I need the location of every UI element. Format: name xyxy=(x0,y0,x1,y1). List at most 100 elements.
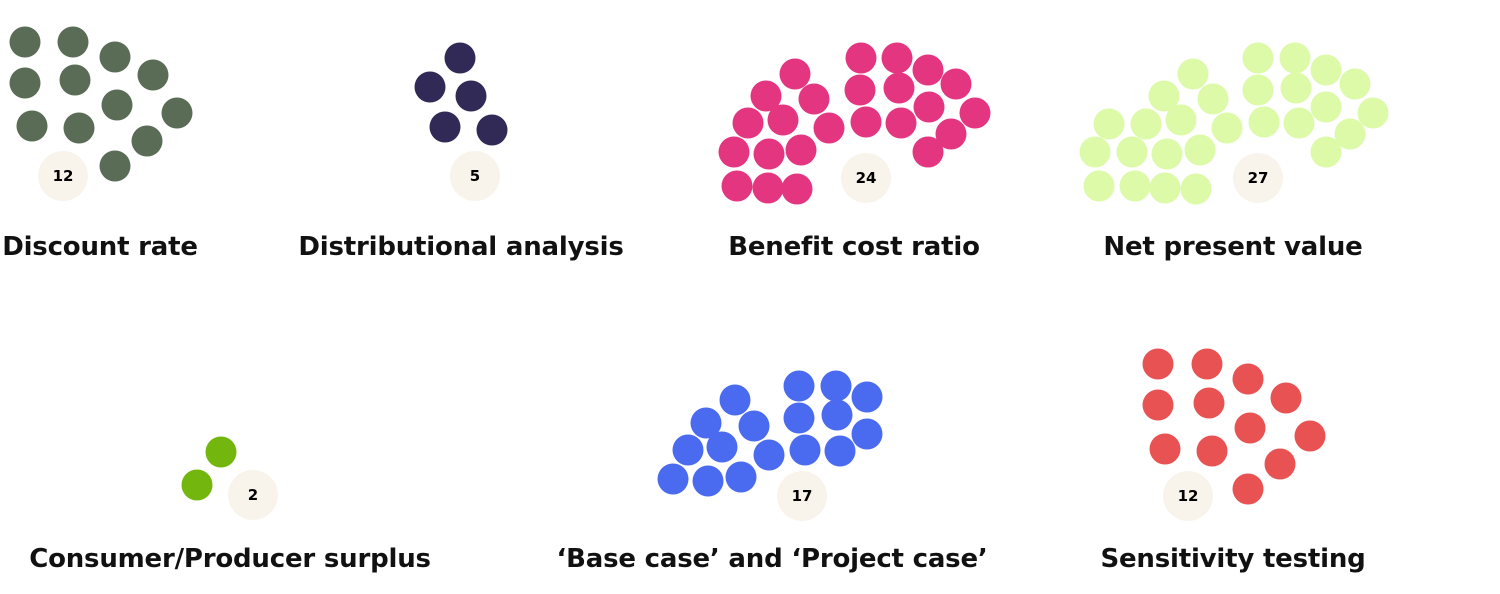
data-dot xyxy=(1270,382,1302,414)
count-badge: 12 xyxy=(1163,471,1213,521)
data-dot xyxy=(798,83,830,115)
data-dot xyxy=(16,110,48,142)
cluster-label: Sensitivity testing xyxy=(1100,544,1366,574)
data-dot xyxy=(1116,136,1148,168)
count-badge: 27 xyxy=(1233,153,1283,203)
data-dot xyxy=(706,431,738,463)
data-dot xyxy=(1149,433,1181,465)
cluster-label: Consumer/Producer surplus xyxy=(29,544,431,574)
data-dot xyxy=(753,439,785,471)
data-dot xyxy=(719,384,751,416)
data-dot xyxy=(1184,134,1216,166)
data-dot xyxy=(738,410,770,442)
data-dot xyxy=(1119,170,1151,202)
data-dot xyxy=(1242,42,1274,74)
data-dot xyxy=(1248,106,1280,138)
data-dot xyxy=(1339,68,1371,100)
data-dot xyxy=(1142,348,1174,380)
data-dot xyxy=(940,68,972,100)
data-dot xyxy=(672,434,704,466)
data-dot xyxy=(1264,448,1296,480)
data-dot xyxy=(131,125,163,157)
data-dot xyxy=(1310,91,1342,123)
count-badge: 12 xyxy=(38,151,88,201)
data-dot xyxy=(753,138,785,170)
data-dot xyxy=(881,42,913,74)
data-dot xyxy=(9,26,41,58)
count-badge: 17 xyxy=(777,471,827,521)
data-dot xyxy=(205,436,237,468)
data-dot xyxy=(137,59,169,91)
cluster-label: Benefit cost ratio xyxy=(728,232,980,262)
data-dot xyxy=(1310,54,1342,86)
data-dot xyxy=(455,80,487,112)
data-dot xyxy=(1093,108,1125,140)
data-dot xyxy=(851,418,883,450)
data-dot xyxy=(1193,387,1225,419)
data-dot xyxy=(1310,136,1342,168)
data-dot xyxy=(721,170,753,202)
count-badge: 5 xyxy=(450,151,500,201)
data-dot xyxy=(959,97,991,129)
data-dot xyxy=(851,381,883,413)
data-dot xyxy=(912,136,944,168)
data-dot xyxy=(1177,58,1209,90)
data-dot xyxy=(57,26,89,58)
data-dot xyxy=(99,150,131,182)
data-dot xyxy=(1165,104,1197,136)
data-dot xyxy=(429,111,461,143)
cluster-label: ‘Base case’ and ‘Project case’ xyxy=(556,544,988,574)
cluster-label: Discount rate xyxy=(2,232,198,262)
data-dot xyxy=(1180,173,1212,205)
count-badge: 2 xyxy=(228,470,278,520)
data-dot xyxy=(783,402,815,434)
data-dot xyxy=(181,469,213,501)
data-dot xyxy=(821,399,853,431)
data-dot xyxy=(1142,389,1174,421)
data-dot xyxy=(824,435,856,467)
data-dot xyxy=(845,42,877,74)
data-dot xyxy=(101,89,133,121)
data-dot xyxy=(779,58,811,90)
data-dot xyxy=(785,134,817,166)
data-dot xyxy=(1242,74,1274,106)
data-dot xyxy=(1294,420,1326,452)
data-dot xyxy=(161,97,193,129)
data-dot xyxy=(1151,138,1183,170)
data-dot xyxy=(9,67,41,99)
data-dot xyxy=(752,172,784,204)
data-dot xyxy=(781,173,813,205)
data-dot xyxy=(783,370,815,402)
data-dot xyxy=(820,370,852,402)
data-dot xyxy=(1232,473,1264,505)
cluster-label: Distributional analysis xyxy=(298,232,624,262)
data-dot xyxy=(1280,72,1312,104)
count-badge: 24 xyxy=(841,153,891,203)
data-dot xyxy=(767,104,799,136)
data-dot xyxy=(59,64,91,96)
data-dot xyxy=(1083,170,1115,202)
data-dot xyxy=(718,136,750,168)
data-dot xyxy=(99,41,131,73)
data-dot xyxy=(1149,172,1181,204)
data-dot xyxy=(913,91,945,123)
data-dot xyxy=(1191,348,1223,380)
data-dot xyxy=(1232,363,1264,395)
data-dot xyxy=(732,107,764,139)
data-dot xyxy=(1234,412,1266,444)
data-dot xyxy=(1196,435,1228,467)
data-dot xyxy=(912,54,944,86)
data-dot xyxy=(1211,112,1243,144)
data-dot xyxy=(1130,108,1162,140)
data-dot xyxy=(885,107,917,139)
data-dot xyxy=(414,71,446,103)
data-dot xyxy=(1279,42,1311,74)
data-dot xyxy=(692,465,724,497)
cluster-label: Net present value xyxy=(1103,232,1363,262)
data-dot xyxy=(850,106,882,138)
data-dot xyxy=(1283,107,1315,139)
data-dot xyxy=(883,72,915,104)
data-dot xyxy=(1079,136,1111,168)
data-dot xyxy=(725,461,757,493)
data-dot xyxy=(844,74,876,106)
